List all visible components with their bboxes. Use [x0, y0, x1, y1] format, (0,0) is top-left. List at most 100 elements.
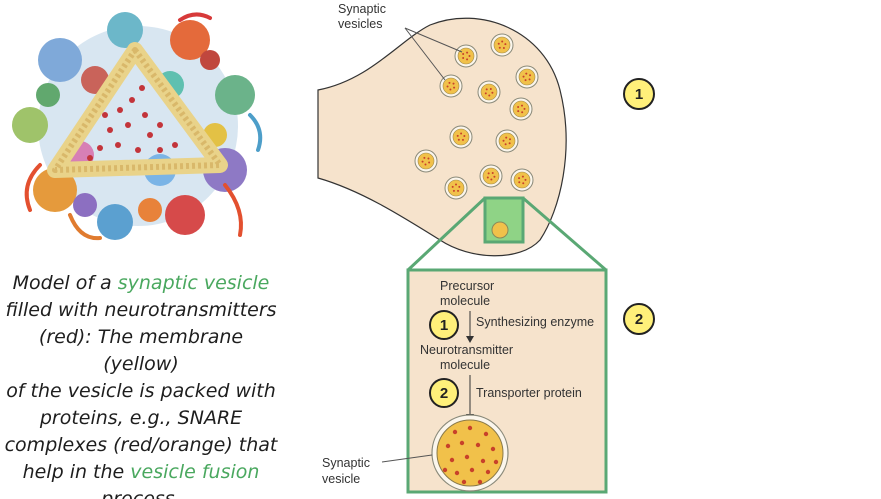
- terminal-vesicle-dot: [508, 142, 511, 145]
- terminal-vesicle-dot: [524, 79, 527, 82]
- terminal-vesicle-core: [457, 47, 475, 65]
- terminal-vesicle-dot: [528, 78, 531, 81]
- terminal-vesicle-dot: [460, 132, 463, 135]
- terminal-vesicle-dot: [468, 55, 471, 57]
- caption-line-5: proteins, e.g., SNARE: [39, 407, 243, 429]
- membrane-ring: [47, 42, 228, 178]
- terminal-vesicle-dot: [525, 72, 528, 75]
- terminal-vesicle-dot: [484, 92, 487, 95]
- terminal-vesicle-dot: [453, 86, 456, 89]
- top-label-leader-2: [404, 27, 446, 81]
- terminal-vesicle-core: [480, 83, 498, 101]
- neurotransmitter-dot: [445, 443, 451, 449]
- neurotransmitter-dot: [442, 467, 448, 473]
- terminal-vesicle-core: [447, 179, 465, 197]
- caption-link-vesicle-fusion[interactable]: vesicle fusion: [130, 461, 260, 483]
- svg-text:2: 2: [635, 311, 643, 328]
- bottom-label-leader: [381, 454, 433, 463]
- caption-line-1: Model of a synaptic vesicle: [12, 272, 270, 294]
- neurotransmitter-dot: [469, 467, 475, 473]
- terminal-vesicle-dot: [452, 189, 455, 192]
- enzyme-label: Synthesizing enzyme: [476, 315, 594, 329]
- neurotransmitter-dot: [461, 479, 467, 485]
- svg-text:2: 2: [440, 385, 448, 402]
- terminal-vesicle-dot: [509, 138, 512, 141]
- terminal-vesicle-dot: [489, 88, 492, 91]
- neurotransmitter-dot: [449, 457, 455, 463]
- terminal-vesicle-dot: [421, 160, 424, 163]
- terminal-vesicle-dot: [461, 138, 464, 141]
- terminal-vesicle-core: [442, 77, 460, 95]
- terminal-vesicle-core: [482, 167, 500, 185]
- terminal-vesicle-dot: [458, 185, 461, 188]
- caption: Model of a synaptic vesicle filled with …: [2, 270, 280, 499]
- neurotransmitter-dot: [477, 479, 483, 485]
- terminal-vesicle-dot: [517, 106, 520, 109]
- terminal-vesicle-core: [493, 36, 511, 54]
- top-label-leader-1: [404, 27, 463, 53]
- terminal-vesicle-dot: [501, 40, 504, 43]
- terminal-vesicle-dot: [462, 52, 465, 55]
- terminal-vesicle-core: [498, 132, 516, 150]
- terminal-vesicle-dot: [466, 51, 469, 54]
- svg-text:1: 1: [635, 86, 643, 103]
- caption-line-8: process.: [101, 488, 181, 499]
- neurotransmitter-dot: [493, 459, 499, 465]
- terminal-vesicle-dot: [521, 175, 524, 178]
- terminal-vesicle-dot: [457, 138, 460, 141]
- terminal-vesicle-dot: [427, 157, 430, 160]
- precursor-line2: molecule: [440, 294, 490, 308]
- neurotransmitter-dot: [454, 470, 460, 476]
- terminal-vesicle-dot: [488, 94, 491, 97]
- terminal-vesicle-dot: [491, 91, 494, 94]
- terminal-vesicle-core: [452, 128, 470, 146]
- terminal-vesicle-dot: [457, 189, 460, 192]
- terminal-vesicle-dot: [505, 136, 508, 139]
- terminal-vesicle-dot: [448, 81, 451, 84]
- terminal-vesicle-dot: [504, 143, 507, 146]
- terminal-vesicles: [414, 33, 539, 200]
- zoom-source-vesicle: [491, 221, 509, 239]
- terminal-vesicle-dot: [504, 43, 507, 46]
- terminal-vesicle-dot: [502, 46, 505, 49]
- terminal-vesicle-dot: [456, 134, 459, 137]
- terminal-vesicle-core: [518, 68, 536, 86]
- terminal-vesicle-dot: [463, 135, 466, 138]
- terminal-vesicle-dot: [485, 88, 488, 91]
- neurotransmitter-dot: [464, 454, 470, 460]
- caption-line-4: of the vesicle is packed with: [6, 380, 276, 402]
- neurotransmitter-line2: molecule: [440, 358, 490, 372]
- badge-2: 2: [623, 303, 655, 335]
- terminal-vesicle-dot: [498, 46, 501, 49]
- terminal-vesicle-dot: [502, 139, 505, 142]
- neurotransmitter-dot: [467, 425, 473, 431]
- caption-line-3: (red): The membrane (yellow): [38, 326, 244, 375]
- terminal-vesicle-dot: [529, 74, 532, 77]
- caption-line-6: complexes (red/orange) that: [4, 434, 278, 456]
- neurotransmitter-dot: [483, 431, 489, 437]
- zoomed-vesicle: [436, 419, 504, 487]
- terminal-vesicle-dot: [522, 182, 525, 185]
- terminal-vesicle-dot: [521, 111, 524, 114]
- terminal-vesicle-dot: [520, 104, 523, 107]
- top-label-line1: Synaptic: [338, 2, 386, 16]
- transporter-label: Transporter protein: [476, 386, 582, 400]
- caption-link-synaptic-vesicle[interactable]: synaptic vesicle: [117, 272, 270, 294]
- neurotransmitter-dot: [480, 458, 486, 464]
- terminal-vesicle-dot: [451, 185, 454, 188]
- terminal-vesicle-core: [417, 152, 435, 170]
- terminal-vesicle-dot: [522, 75, 525, 78]
- terminal-vesicle-core: [513, 171, 531, 189]
- terminal-vesicle-dot: [518, 177, 521, 180]
- neurotransmitter-dot: [485, 469, 491, 475]
- terminal-vesicle-dot: [462, 57, 465, 60]
- terminal-vesicle-dot: [523, 107, 526, 110]
- bottom-label-line2: vesicle: [322, 472, 360, 486]
- terminal-vesicle-dot: [449, 88, 452, 91]
- caption-line-7: help in the vesicle fusion: [22, 461, 260, 483]
- neurotransmitter-dot: [490, 446, 496, 452]
- precursor-line1: Precursor: [440, 279, 494, 293]
- neurotransmitter-dot: [459, 440, 465, 446]
- terminal-vesicle-dot: [424, 163, 427, 166]
